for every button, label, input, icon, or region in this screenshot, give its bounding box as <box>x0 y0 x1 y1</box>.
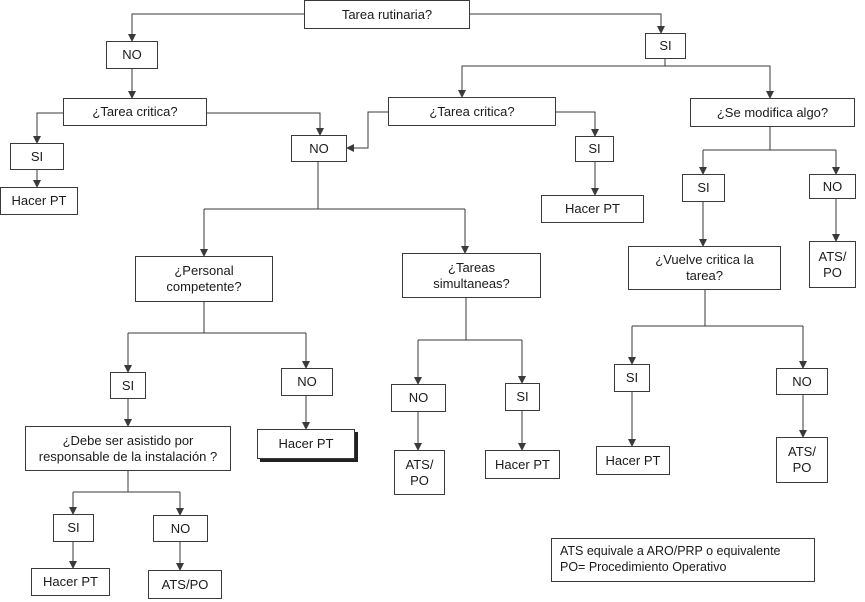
edge-si-critica-mid <box>458 59 666 98</box>
hacer-pt-personal-node: Hacer PT <box>257 429 355 459</box>
no-personal-node: NO <box>281 368 333 396</box>
si-simultaneas-node: SI <box>505 383 540 411</box>
edge-critica-left-si <box>33 112 63 144</box>
legend-note: ATS equivale a ARO/PRP o equivalente PO=… <box>551 538 815 582</box>
tareas-simultaneas-node: ¿Tareas simultaneas? <box>402 253 541 298</box>
no-rutinaria-node: NO <box>106 41 158 69</box>
si-critica-mid-node: SI <box>575 136 614 162</box>
asistido-responsable-node: ¿Debe ser asistido por responsable de la… <box>25 426 231 471</box>
si-asistido-node: SI <box>53 514 94 542</box>
ats-po-modifica-node: ATS/ PO <box>809 241 856 288</box>
legend-line-po: PO= Procedimiento Operativo <box>560 560 727 574</box>
tarea-critica-left-node: ¿Tarea critica? <box>63 98 207 126</box>
edge-critica-mid-no <box>346 111 388 152</box>
hacer-pt-left-node: Hacer PT <box>0 187 78 215</box>
edge-critica-mid-si <box>556 111 599 137</box>
hacer-pt-simultaneas-node: Hacer PT <box>485 450 560 479</box>
edge-root-si <box>470 13 665 34</box>
no-modifica-node: NO <box>809 174 856 199</box>
vuelve-critica-node: ¿Vuelve critica la tarea? <box>628 246 781 290</box>
root-question-node: Tarea rutinaria? <box>304 0 470 29</box>
tarea-critica-mid-node: ¿Tarea critica? <box>388 97 556 126</box>
edge-si-modifica <box>665 65 774 99</box>
si-modifica-node: SI <box>682 174 725 202</box>
hacer-pt-vuelve-node: Hacer PT <box>596 446 670 475</box>
ats-po-asistido-node: ATS/PO <box>148 570 222 599</box>
ats-po-vuelve-node: ATS/ PO <box>776 437 828 483</box>
no-vuelve-node: NO <box>776 368 828 395</box>
no-critica-center-node: NO <box>291 135 347 162</box>
personal-competente-node: ¿Personal competente? <box>135 256 273 302</box>
si-personal-node: SI <box>110 372 146 399</box>
si-rutinaria-node: SI <box>645 33 686 59</box>
no-simultaneas-node: NO <box>391 384 446 412</box>
se-modifica-algo-node: ¿Se modifica algo? <box>690 98 855 127</box>
ats-po-simultaneas-node: ATS/ PO <box>394 450 445 495</box>
edge-critica-left-no <box>207 112 324 136</box>
si-vuelve-node: SI <box>614 364 650 392</box>
hacer-pt-mid-node: Hacer PT <box>541 195 644 223</box>
legend-line-ats: ATS equivale a ARO/PRP o equivalente <box>560 544 781 558</box>
si-critica-left-node: SI <box>10 143 64 170</box>
hacer-pt-asistido-node: Hacer PT <box>31 568 110 596</box>
edge-root-no <box>128 13 304 42</box>
no-asistido-node: NO <box>153 515 208 542</box>
